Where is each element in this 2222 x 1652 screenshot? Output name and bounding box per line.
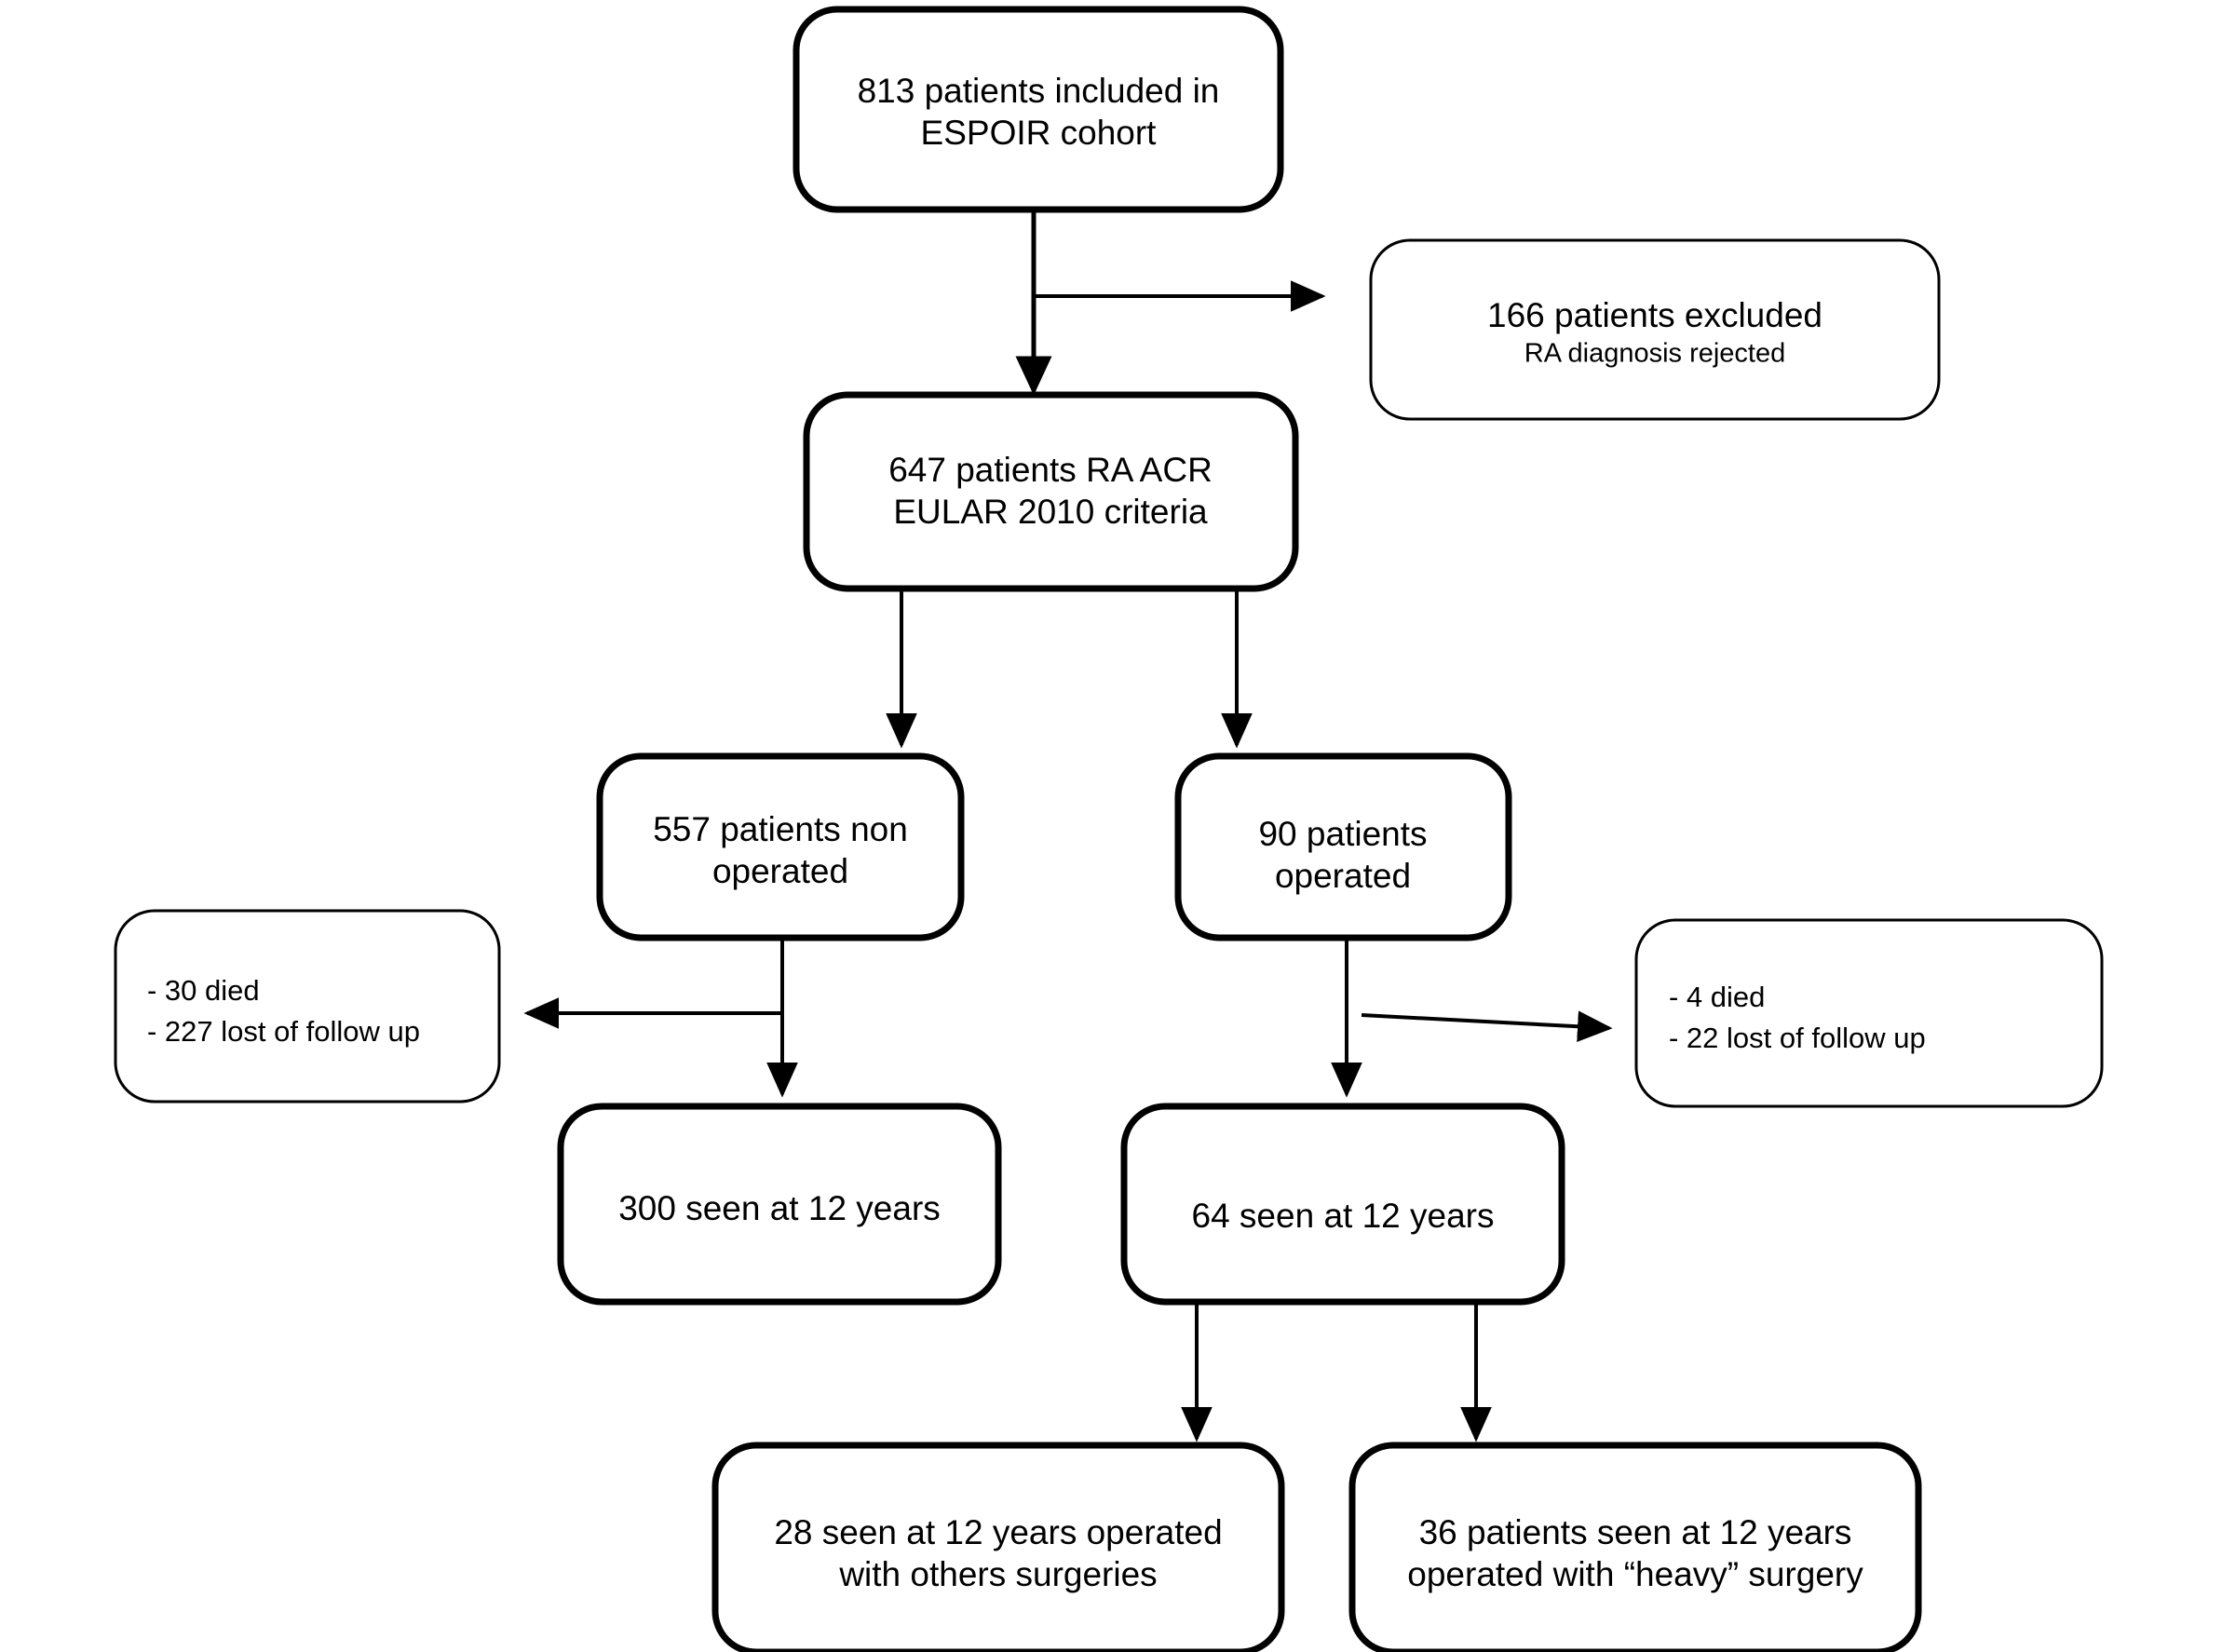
node-excluded-box (1369, 238, 1941, 421)
node-criteria-box (803, 391, 1299, 592)
node-lost-left-box (114, 909, 501, 1104)
node-seen-64: 64 seen at 12 years (1120, 1103, 1565, 1306)
node-criteria-line1: 647 patients RA ACR (888, 451, 1213, 489)
node-excluded: 166 patients excluded RA diagnosis rejec… (1369, 238, 1941, 421)
node-criteria-line2: EULAR 2010 criteria (893, 493, 1208, 531)
node-others-surgeries-line2: with others surgeries (838, 1555, 1157, 1593)
node-lost-left-line2: - 227 lost of follow up (147, 1015, 420, 1048)
node-operated: 90 patients operated (1174, 752, 1512, 941)
node-non-operated: 557 patients non operated (596, 752, 965, 941)
node-seen-300-line1: 300 seen at 12 years (618, 1189, 941, 1227)
node-cohort-box (793, 6, 1284, 213)
node-others-surgeries-box (711, 1442, 1285, 1652)
node-lost-right: - 4 died - 22 lost of follow up (1634, 918, 2104, 1108)
node-lost-left-line1: - 30 died (147, 974, 260, 1007)
node-operated-box (1174, 752, 1512, 941)
node-seen-64-box (1120, 1103, 1565, 1306)
node-operated-line1: 90 patients (1258, 815, 1427, 853)
connector-operated-to-lost-right (1361, 1010, 1613, 1042)
node-others-surgeries: 28 seen at 12 years operated with others… (711, 1442, 1285, 1652)
node-non-operated-box (596, 752, 965, 941)
node-seen-300-box (557, 1103, 1002, 1306)
node-operated-line2: operated (1275, 857, 1411, 895)
node-criteria: 647 patients RA ACR EULAR 2010 criteria (803, 391, 1299, 592)
node-heavy-surgery-line2: operated with “heavy” surgery (1407, 1555, 1863, 1593)
node-others-surgeries-line1: 28 seen at 12 years operated (774, 1513, 1222, 1551)
node-lost-right-line2: - 22 lost of follow up (1669, 1022, 1926, 1054)
node-lost-left: - 30 died - 227 lost of follow up (114, 909, 501, 1104)
node-lost-right-line1: - 4 died (1669, 981, 1765, 1013)
node-excluded-line2: RA diagnosis rejected (1524, 339, 1786, 369)
node-heavy-surgery-box (1348, 1442, 1922, 1652)
node-excluded-line1: 166 patients excluded (1487, 296, 1822, 334)
node-seen-300: 300 seen at 12 years (557, 1103, 1002, 1306)
node-cohort-line2: ESPOIR cohort (921, 114, 1158, 152)
node-seen-64-line1: 64 seen at 12 years (1192, 1197, 1495, 1235)
node-lost-right-box (1634, 918, 2104, 1108)
node-non-operated-line1: 557 patients non (653, 810, 908, 848)
node-cohort-line1: 813 patients included in (858, 72, 1220, 110)
node-heavy-surgery: 36 patients seen at 12 years operated wi… (1348, 1442, 1922, 1652)
node-heavy-surgery-line1: 36 patients seen at 12 years (1419, 1513, 1852, 1551)
node-cohort: 813 patients included in ESPOIR cohort (793, 6, 1284, 213)
node-non-operated-line2: operated (712, 852, 848, 890)
